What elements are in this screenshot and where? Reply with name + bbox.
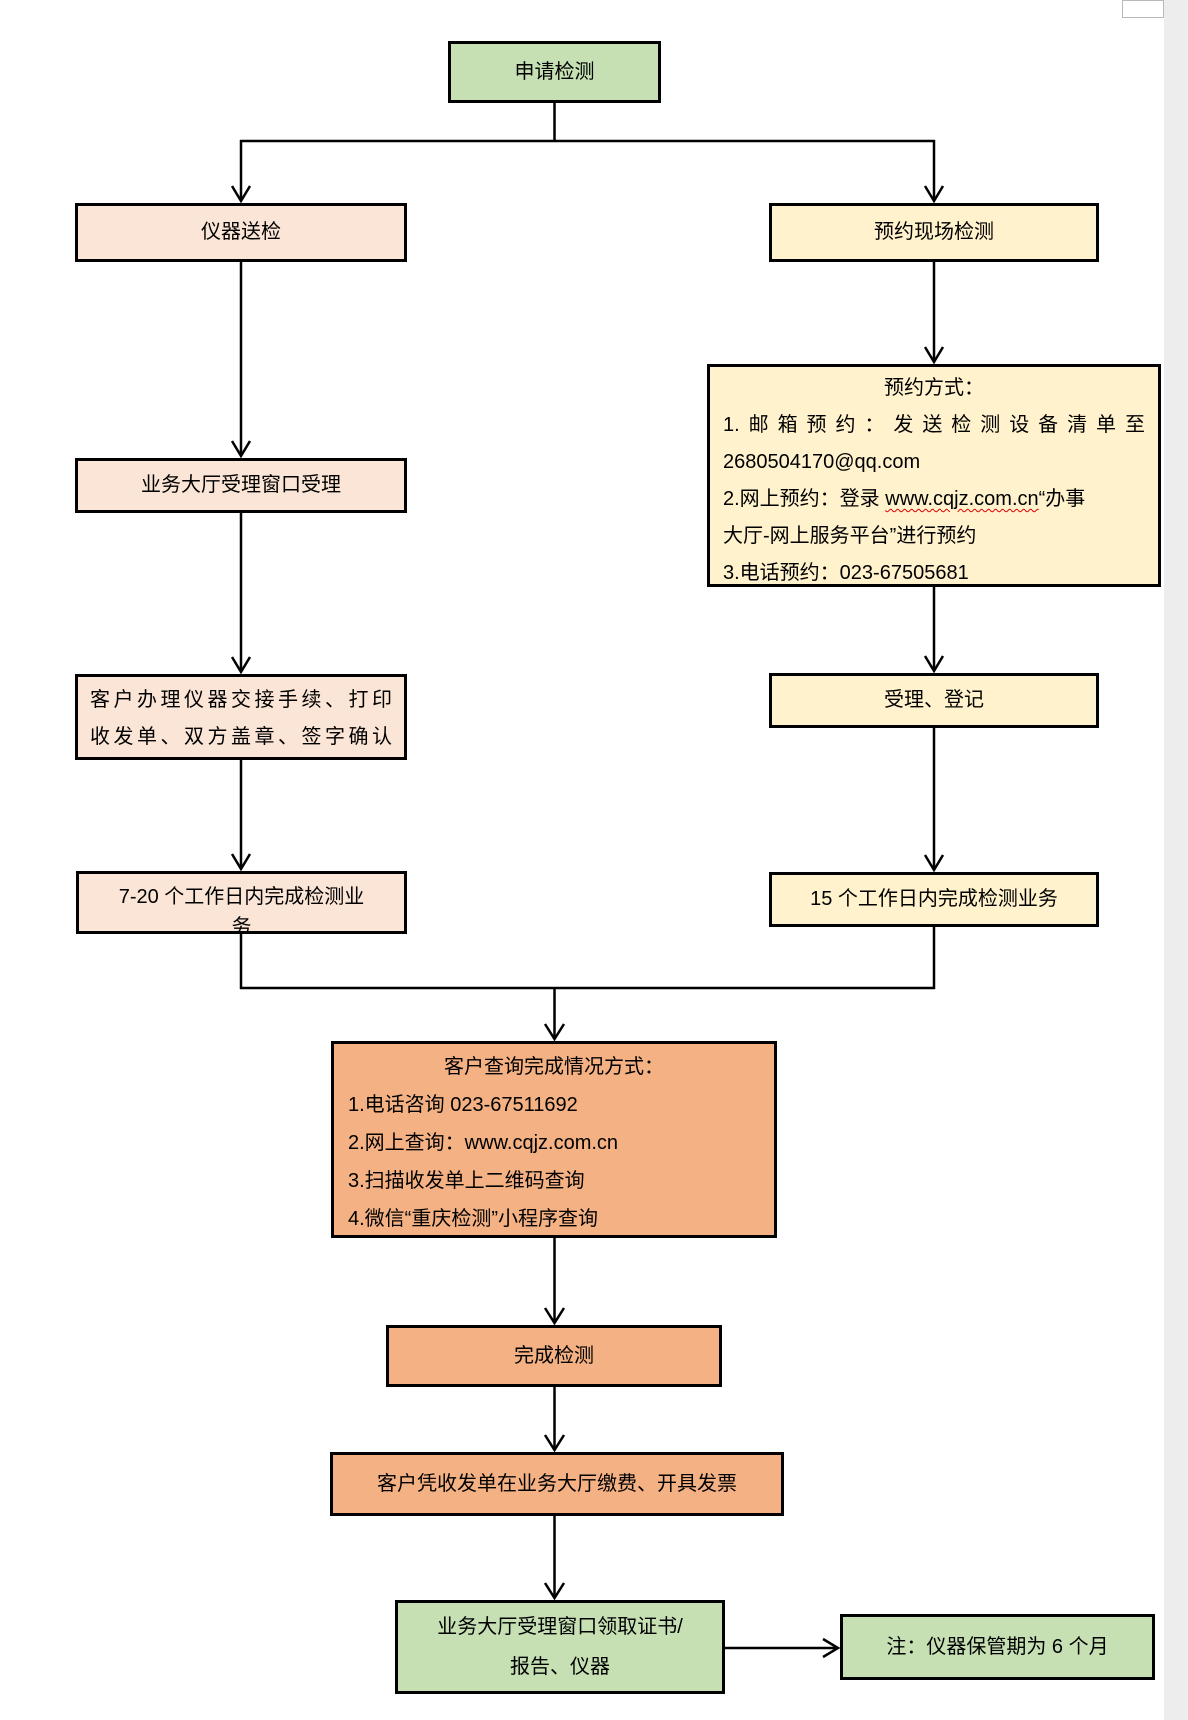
days-7-20-line2: 务 — [231, 916, 252, 934]
node-query-methods: 客户查询完成情况方式： 1.电话咨询 023-67511692 2.网上查询：w… — [331, 1041, 777, 1238]
node-accept-register: 受理、登记 — [769, 673, 1099, 728]
reserve-methods-line2: 2680504170@qq.com — [723, 451, 921, 473]
node-note: 注：仪器保管期为 6 个月 — [840, 1614, 1155, 1680]
pickup-line1: 业务大厅受理窗口领取证书/ — [437, 1616, 683, 1638]
corner-artifact — [1122, 0, 1164, 18]
reserve-methods-line5: 3.电话预约：023-67505681 — [723, 562, 969, 584]
node-pickup: 业务大厅受理窗口领取证书/ 报告、仪器 — [395, 1600, 725, 1694]
query-methods-line4: 4.微信“重庆检测”小程序查询 — [348, 1208, 598, 1230]
node-accept-register-label: 受理、登记 — [884, 689, 984, 711]
query-methods-line2: 2.网上查询：www.cqjz.com.cn — [348, 1132, 619, 1154]
reserve-methods-line1: 1.邮箱预约：发送检测设备清单至 — [723, 414, 1145, 436]
node-days-15: 15 个工作日内完成检测业务 — [769, 872, 1099, 927]
node-complete: 完成检测 — [386, 1325, 722, 1387]
handover-line2: 收发单、双方盖章、签字确认 — [90, 726, 392, 748]
node-days-7-20: 7-20 个工作日内完成检测业 务 — [76, 871, 407, 934]
node-reserve-onsite: 预约现场检测 — [769, 203, 1099, 262]
query-methods-line1: 1.电话咨询 023-67511692 — [348, 1094, 578, 1116]
node-instrument-submit-label: 仪器送检 — [201, 221, 281, 243]
node-note-label: 注：仪器保管期为 6 个月 — [886, 1635, 1109, 1658]
pickup-line2: 报告、仪器 — [510, 1656, 610, 1678]
node-hall-accept: 业务大厅受理窗口受理 — [75, 458, 407, 513]
reserve-methods-url: www.cqjz.com.cn — [885, 488, 1039, 510]
node-instrument-submit: 仪器送检 — [75, 203, 407, 262]
node-days-15-label: 15 个工作日内完成检测业务 — [810, 888, 1058, 910]
node-apply-label: 申请检测 — [514, 60, 595, 83]
reserve-methods-title: 预约方式： — [884, 377, 984, 399]
query-methods-line3: 3.扫描收发单上二维码查询 — [348, 1170, 585, 1192]
reserve-methods-line3-prefix: 2.网上预约：登录 — [723, 488, 886, 510]
node-pay-invoice-label: 客户凭收发单在业务大厅缴费、开具发票 — [377, 1472, 737, 1495]
node-reserve-methods: 预约方式： 1.邮箱预约：发送检测设备清单至 2680504170@qq.com… — [707, 364, 1161, 587]
node-pay-invoice: 客户凭收发单在业务大厅缴费、开具发票 — [330, 1452, 784, 1516]
connector-group — [230, 103, 945, 1659]
node-reserve-onsite-label: 预约现场检测 — [874, 221, 994, 243]
handover-line1: 客户办理仪器交接手续、打印 — [90, 689, 392, 711]
reserve-methods-line3-suffix: “办事 — [1038, 488, 1086, 510]
node-hall-accept-label: 业务大厅受理窗口受理 — [141, 474, 341, 496]
query-methods-title: 客户查询完成情况方式： — [444, 1056, 664, 1078]
days-7-20-line1: 7-20 个工作日内完成检测业 — [118, 886, 365, 908]
node-handover: 客户办理仪器交接手续、打印 收发单、双方盖章、签字确认 — [75, 674, 407, 760]
page-edge — [1164, 0, 1188, 1720]
node-apply: 申请检测 — [448, 41, 661, 103]
node-complete-label: 完成检测 — [514, 1344, 594, 1367]
reserve-methods-line3: 2.网上预约：登录 www.cqjz.com.cn“办事 — [723, 481, 1145, 518]
reserve-methods-line4: 大厅-网上服务平台”进行预约 — [723, 525, 977, 547]
